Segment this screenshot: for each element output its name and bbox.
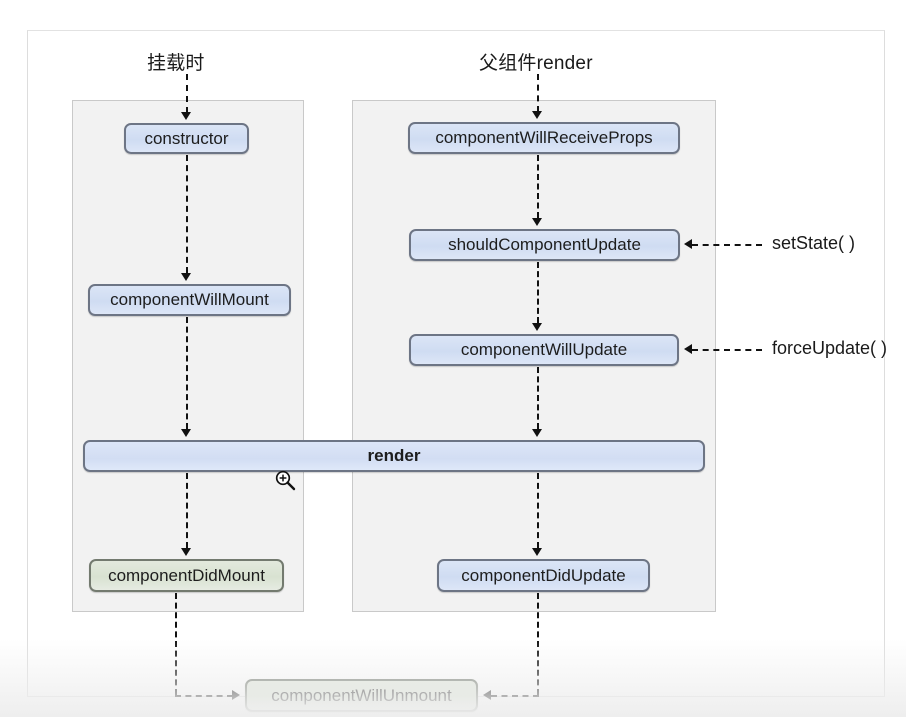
connector-parentrender-to-willreceiveprops (537, 74, 539, 112)
arrowhead-mount-to-constructor (181, 112, 191, 120)
trigger-label-setstate: setState( ) (772, 233, 856, 253)
phase-label-mount: 挂载时 (147, 53, 205, 74)
connector-render-to-didmount (186, 473, 188, 548)
connector-willmount-to-render (186, 317, 188, 429)
arrowhead-parentrender-to-willreceiveprops (532, 111, 542, 119)
connector-mount-to-constructor (186, 74, 188, 113)
connector-didupdate-to-willunmount (491, 695, 539, 697)
node-component-will-unmount[interactable]: componentWillUnmount (245, 679, 478, 712)
arrowhead-willupdate-to-render (532, 429, 542, 437)
connector-willreceiveprops-to-shouldupdate (537, 155, 539, 218)
connector-didmount-down (175, 593, 177, 695)
mount-phase-panel (72, 100, 304, 612)
connector-forceupdate-to-willupdate (692, 349, 762, 351)
node-should-component-update[interactable]: shouldComponentUpdate (409, 229, 680, 261)
node-component-will-update[interactable]: componentWillUpdate (409, 334, 679, 366)
node-component-did-update[interactable]: componentDidUpdate (437, 559, 650, 592)
trigger-label-forceupdate: forceUpdate( ) (772, 338, 888, 358)
node-component-did-mount[interactable]: componentDidMount (89, 559, 284, 592)
arrowhead-didmount-to-willunmount (232, 690, 240, 700)
arrowhead-didupdate-to-willunmount (483, 690, 491, 700)
arrowhead-forceupdate-to-willupdate (684, 344, 692, 354)
arrowhead-render-to-didupdate (532, 548, 542, 556)
connector-setstate-to-shouldupdate (692, 244, 762, 246)
zoom-in-magnifier-cursor (274, 469, 298, 493)
node-component-will-receive-props[interactable]: componentWillReceiveProps (408, 122, 680, 154)
arrowhead-shouldupdate-to-willupdate (532, 323, 542, 331)
arrowhead-render-to-didmount (181, 548, 191, 556)
connector-didmount-to-willunmount (175, 695, 233, 697)
arrowhead-constructor-to-willmount (181, 273, 191, 281)
arrowhead-willreceiveprops-to-shouldupdate (532, 218, 542, 226)
connector-render-to-didupdate (537, 473, 539, 548)
connector-shouldupdate-to-willupdate (537, 262, 539, 323)
connector-constructor-to-willmount (186, 155, 188, 273)
connector-willupdate-to-render (537, 367, 539, 429)
phase-label-update: 父组件render (479, 53, 593, 74)
connector-didupdate-down (537, 593, 539, 695)
arrowhead-willmount-to-render (181, 429, 191, 437)
node-component-will-mount[interactable]: componentWillMount (88, 284, 291, 316)
node-render[interactable]: render (83, 440, 705, 472)
node-constructor[interactable]: constructor (124, 123, 249, 154)
arrowhead-setstate-to-shouldupdate (684, 239, 692, 249)
